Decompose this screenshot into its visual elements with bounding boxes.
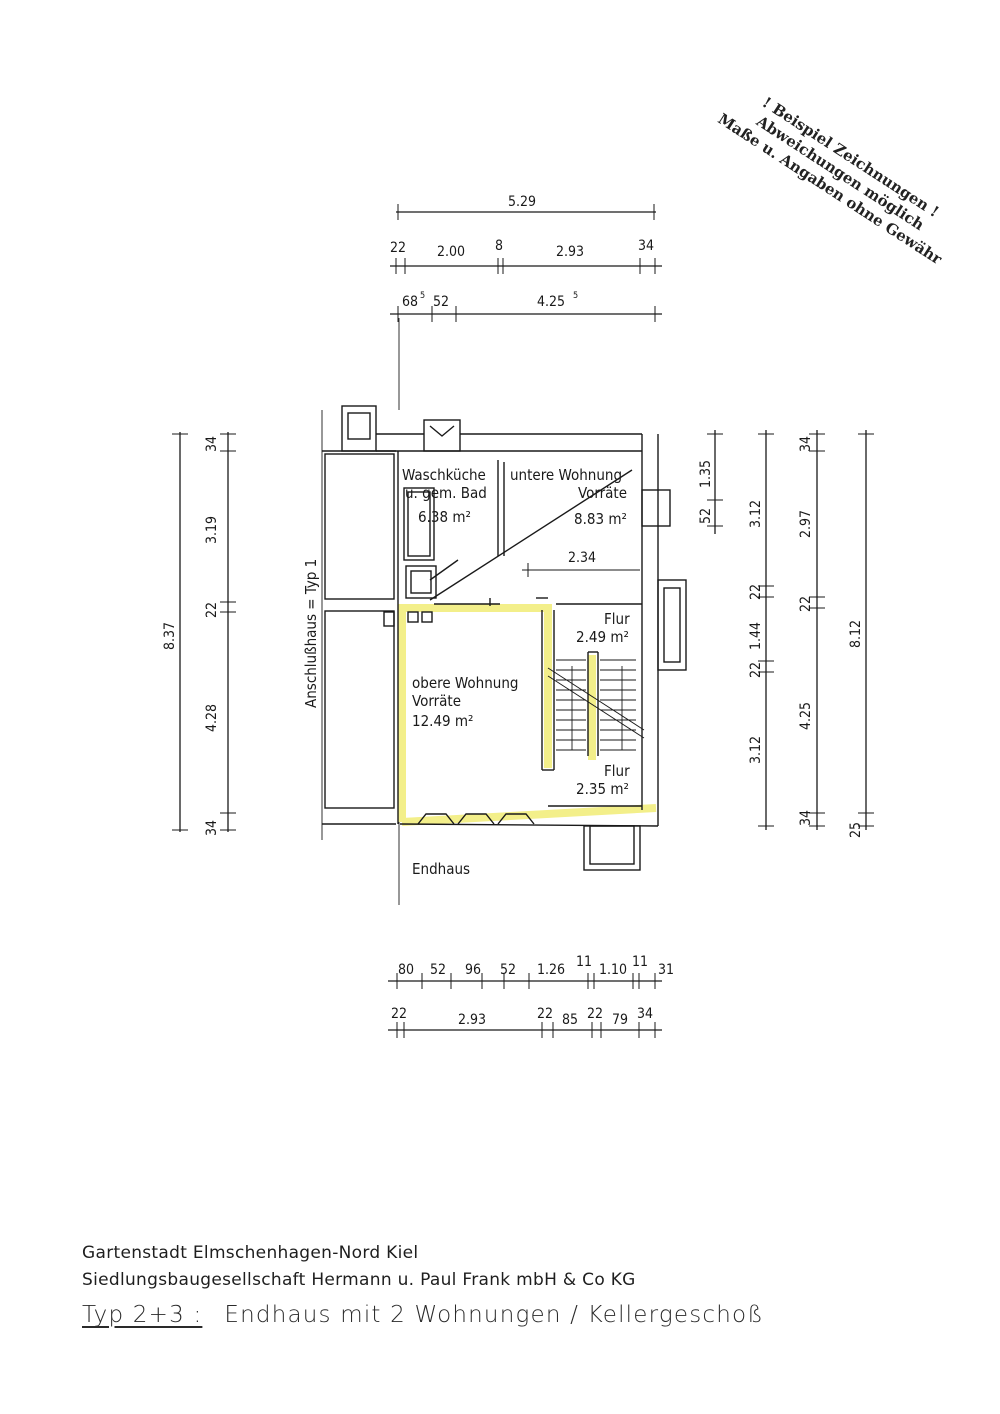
- dim-bottom2-0: 22: [391, 1006, 407, 1022]
- dim-top-r3-c-sup: 5: [573, 291, 578, 301]
- label-neighbor: Anschlußhaus = Typ 1: [302, 559, 320, 708]
- dim-left-2: 22: [204, 602, 220, 618]
- dim-top-r2-4: 34: [638, 238, 654, 254]
- dim-bottom1-4: 1.26: [537, 962, 565, 978]
- dim-bottom2-6: 34: [637, 1006, 653, 1022]
- highlight-obere-wohnung: [398, 604, 657, 826]
- dim-bottom1-0: 80: [398, 962, 414, 978]
- dim-bottom1-7: 11: [632, 954, 648, 970]
- dim-bottom2-5: 79: [612, 1012, 628, 1028]
- dim-right-c-2: 22: [798, 596, 814, 612]
- dim-right-c-0: 34: [798, 436, 814, 452]
- dim-top-r3-a: 68: [402, 294, 418, 310]
- dim-top-r2-2: 8: [495, 238, 503, 254]
- label-obere-wohnung: obere Wohnung: [412, 674, 518, 692]
- label-flur-2-area: 2.35 m²: [576, 780, 629, 798]
- dim-left-total: 8.37: [162, 622, 178, 650]
- dim-right-a-1: 52: [698, 508, 714, 524]
- dim-top-r3-a-sup: 5: [420, 291, 425, 301]
- dim-right-c-3: 4.25: [798, 702, 814, 730]
- dim-bottom2-1: 2.93: [458, 1012, 486, 1028]
- dim-right-c-1: 2.97: [798, 510, 814, 538]
- dim-right-b-4: 3.12: [748, 736, 764, 764]
- dim-left-0: 34: [204, 436, 220, 452]
- label-obere-area: 12.49 m²: [412, 712, 473, 730]
- label-endhaus: Endhaus: [412, 860, 470, 878]
- label-flur-2: Flur: [604, 762, 630, 780]
- dim-bottom2-4: 22: [587, 1006, 603, 1022]
- dim-top-r3-c: 4.25: [537, 294, 565, 310]
- dim-right-total-0: 8.12: [848, 620, 864, 648]
- dim-top-r2-1: 2.00: [437, 244, 465, 260]
- title-block-type: Typ 2+3 :: [82, 1302, 203, 1328]
- dim-top-r2-3: 2.93: [556, 244, 584, 260]
- title-block-title: Endhaus mit 2 Wohnungen / Kellergeschoß: [224, 1302, 765, 1328]
- label-obere-vorraete: Vorräte: [412, 692, 461, 710]
- dim-bottom1-2: 96: [465, 962, 481, 978]
- label-wk-area: 6.38 m²: [418, 508, 471, 526]
- dim-bottom1-3: 52: [500, 962, 516, 978]
- label-untere-wohnung: untere Wohnung: [510, 466, 622, 484]
- label-untere-area: 8.83 m²: [574, 510, 627, 528]
- title-block-heading: Typ 2+3 : Endhaus mit 2 Wohnungen / Kelle…: [82, 1302, 764, 1328]
- title-block-location: Gartenstadt Elmschenhagen-Nord Kiel: [82, 1243, 419, 1263]
- label-untere-vorraete: Vorräte: [578, 484, 627, 502]
- walls: [322, 405, 687, 871]
- dim-top-overall: 5.29: [508, 194, 536, 210]
- title-block: Gartenstadt Elmschenhagen-Nord Kiel Sied…: [82, 1240, 764, 1328]
- dim-right-total-1: 25: [848, 822, 864, 838]
- dim-right-c-4: 34: [798, 810, 814, 826]
- dim-right-b-0: 3.12: [748, 500, 764, 528]
- label-bad: u. gem. Bad: [405, 484, 487, 502]
- dim-right-b-2: 1.44: [748, 622, 764, 650]
- label-flur-1: Flur: [604, 610, 630, 628]
- dim-bottom2-2: 22: [537, 1006, 553, 1022]
- dim-bottom1-1: 52: [430, 962, 446, 978]
- dim-bottom1-8: 31: [658, 962, 674, 978]
- title-block-company: Siedlungsbaugesellschaft Hermann u. Paul…: [82, 1270, 636, 1290]
- label-waschkueche: Waschküche: [402, 466, 486, 484]
- dim-inner: 2.34: [568, 550, 596, 566]
- dim-bottom2-3: 85: [562, 1012, 578, 1028]
- dim-top-r3-b: 52: [433, 294, 449, 310]
- dim-left-1: 3.19: [204, 516, 220, 544]
- dim-left-4: 34: [204, 820, 220, 836]
- dim-right-b-1: 22: [748, 584, 764, 600]
- dim-bottom1-5: 11: [576, 954, 592, 970]
- dim-left-3: 4.28: [204, 704, 220, 732]
- dim-top-r2-0: 22: [390, 240, 406, 256]
- dim-bottom1-6: 1.10: [599, 962, 627, 978]
- dim-right-b-3: 22: [748, 662, 764, 678]
- dim-right-a-0: 1.35: [698, 460, 714, 488]
- label-flur-1-area: 2.49 m²: [576, 628, 629, 646]
